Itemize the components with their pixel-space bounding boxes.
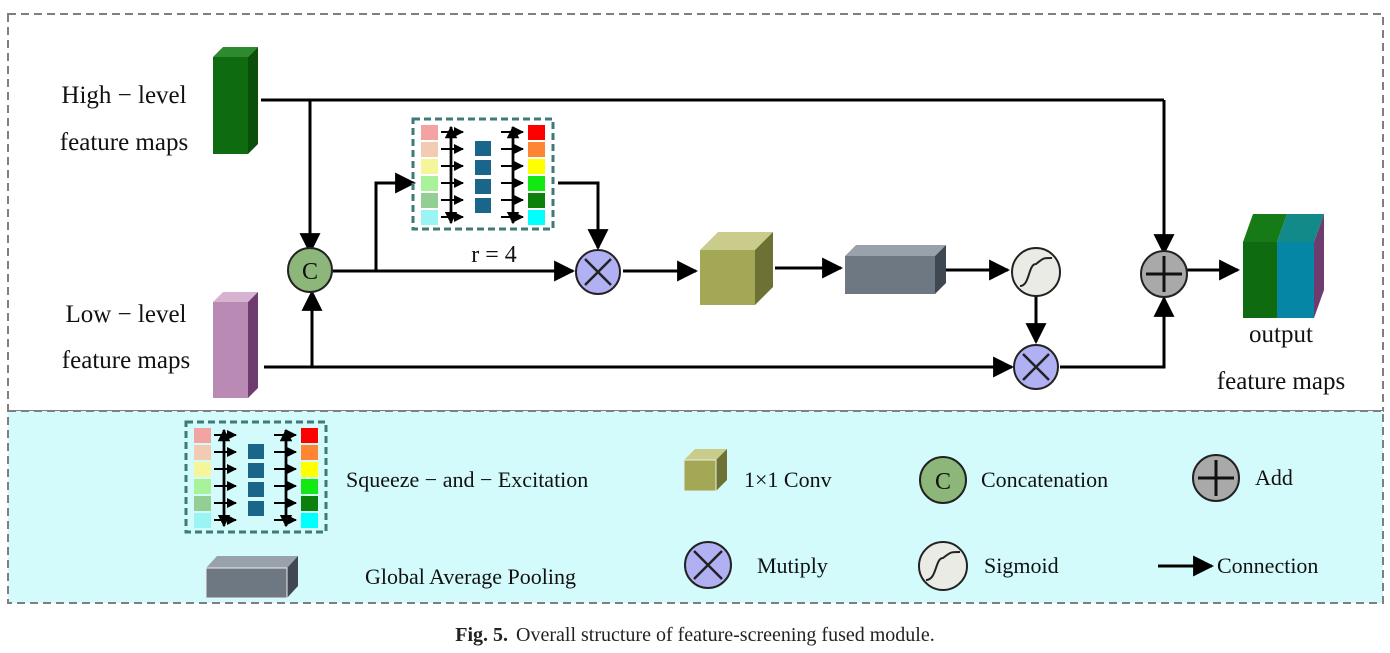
se-input-cell bbox=[194, 445, 211, 460]
reduction-ratio-label: r = 4 bbox=[471, 242, 517, 268]
se-hidden-cell bbox=[248, 444, 264, 459]
concat-node bbox=[287, 247, 333, 293]
high-level-label-line1: High − level bbox=[61, 82, 186, 109]
legend-connection-label: Connection bbox=[1217, 553, 1318, 578]
multiply-node-top bbox=[575, 249, 621, 295]
se-input-cell bbox=[194, 496, 211, 511]
se-output-cell bbox=[528, 210, 545, 225]
legend-add-icon bbox=[1192, 454, 1240, 502]
se-input-cell bbox=[194, 462, 211, 477]
output-label-line2: feature maps bbox=[1217, 368, 1345, 395]
se-output-cell bbox=[301, 496, 318, 511]
legend-add-label: Add bbox=[1255, 465, 1293, 490]
figure-caption: Fig. 5. Overall structure of feature-scre… bbox=[0, 624, 1390, 647]
output-feature-block bbox=[1243, 214, 1324, 318]
add-node bbox=[1140, 250, 1188, 298]
se-hidden-cell bbox=[475, 141, 491, 156]
legend-concat-icon bbox=[919, 456, 967, 504]
se-output-cell bbox=[301, 513, 318, 528]
figure-caption-text: Overall structure of feature-screening f… bbox=[516, 624, 935, 646]
se-hidden-cell bbox=[475, 198, 491, 213]
legend-sigmoid-icon bbox=[918, 541, 968, 591]
se-hidden-cell bbox=[248, 463, 264, 478]
se-input-cell bbox=[421, 142, 438, 157]
se-output-cell bbox=[301, 462, 318, 477]
se-output-cell bbox=[301, 445, 318, 460]
high-level-feature-block bbox=[213, 47, 258, 154]
legend-se-label: Squeeze − and − Excitation bbox=[346, 467, 588, 492]
low-level-feature-block bbox=[213, 292, 258, 398]
se-input-cell bbox=[421, 193, 438, 208]
se-output-cell bbox=[301, 479, 318, 494]
se-hidden-cell bbox=[475, 179, 491, 194]
legend-se-icon bbox=[184, 420, 328, 534]
se-block-main bbox=[411, 117, 555, 231]
legend-multiply-label: Mutiply bbox=[757, 553, 828, 578]
high-level-label-line2: feature maps bbox=[60, 129, 188, 156]
legend-sigmoid-label: Sigmoid bbox=[984, 553, 1059, 578]
legend-concat-label: Concatenation bbox=[981, 467, 1108, 492]
se-input-cell bbox=[421, 210, 438, 225]
conv-block bbox=[700, 232, 773, 305]
low-level-label-line2: feature maps bbox=[62, 347, 190, 374]
legend-conv-label: 1×1 Conv bbox=[744, 467, 832, 492]
output-label-line1: output bbox=[1249, 321, 1313, 348]
figure-number: Fig. 5. bbox=[455, 624, 509, 646]
se-input-cell bbox=[421, 176, 438, 191]
se-input-cell bbox=[194, 428, 211, 443]
se-hidden-cell bbox=[248, 482, 264, 497]
se-hidden-cell bbox=[475, 160, 491, 175]
gap-block bbox=[845, 245, 946, 294]
legend-conv-icon bbox=[683, 449, 727, 492]
legend-concat-symbol: C bbox=[935, 469, 951, 495]
se-output-cell bbox=[528, 142, 545, 157]
se-output-cell bbox=[528, 176, 545, 191]
diagram-canvas: High − level feature maps Low − level fe… bbox=[7, 13, 1384, 604]
legend-multiply-icon bbox=[684, 541, 732, 589]
legend-gap-icon bbox=[205, 556, 298, 599]
se-input-cell bbox=[421, 125, 438, 140]
se-hidden-cell bbox=[248, 501, 264, 516]
se-output-cell bbox=[301, 428, 318, 443]
se-input-cell bbox=[421, 159, 438, 174]
sigmoid-node bbox=[1011, 247, 1061, 297]
connections bbox=[261, 98, 1241, 378]
se-output-cell bbox=[528, 193, 545, 208]
legend-gap-label: Global Average Pooling bbox=[365, 564, 576, 589]
se-output-cell bbox=[528, 125, 545, 140]
concat-symbol: C bbox=[302, 259, 318, 285]
multiply-node-bottom bbox=[1013, 344, 1059, 390]
se-output-cell bbox=[528, 159, 545, 174]
se-input-cell bbox=[194, 479, 211, 494]
low-level-label-line1: Low − level bbox=[65, 301, 186, 328]
se-input-cell bbox=[194, 513, 211, 528]
